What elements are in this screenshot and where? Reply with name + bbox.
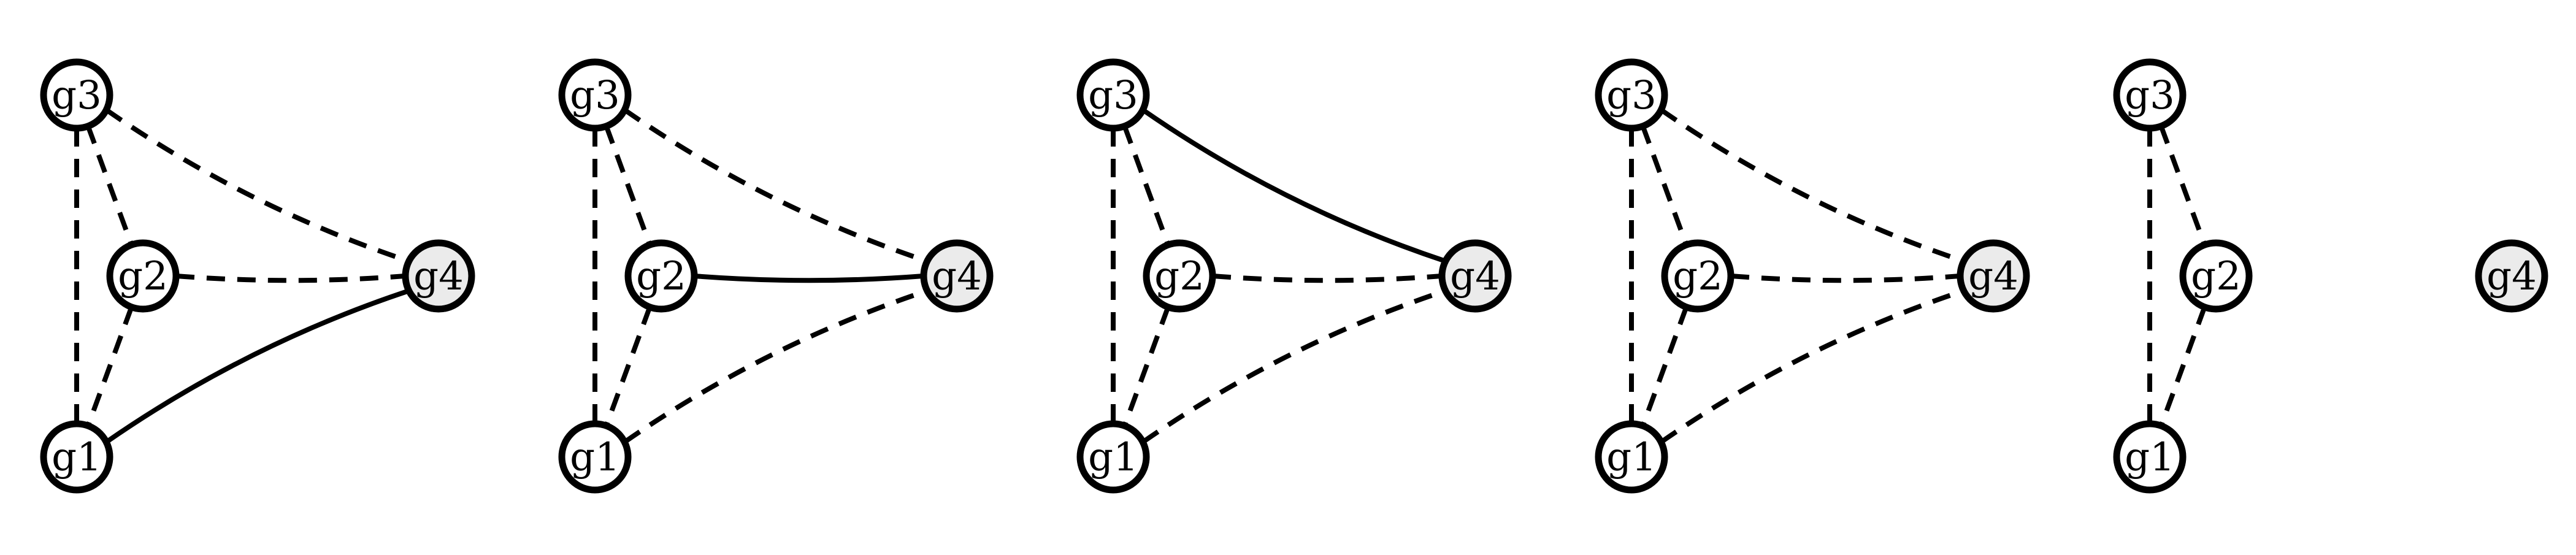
edge-g2-g1-dashed bbox=[604, 306, 653, 427]
node-label-g2: g2 bbox=[1154, 254, 1205, 299]
node-label-g1: g1 bbox=[570, 435, 620, 480]
node-label-g2: g2 bbox=[636, 254, 686, 299]
edge-g1-g4-dashed bbox=[1660, 288, 1965, 445]
edge-g3-g2-dashed bbox=[2158, 125, 2207, 246]
edge-g1-g4-dashed bbox=[623, 288, 928, 445]
node-label-g3: g3 bbox=[1088, 73, 1138, 118]
node-label-g3: g3 bbox=[570, 73, 620, 118]
node-label-g3: g3 bbox=[1606, 73, 1657, 118]
edge-g1-g4-solid bbox=[105, 288, 410, 445]
node-label-g1: g1 bbox=[1088, 435, 1138, 480]
node-g4 bbox=[1438, 239, 1512, 313]
node-g3 bbox=[2113, 58, 2187, 132]
edge-g2-g1-dashed bbox=[1640, 306, 1689, 427]
node-g2 bbox=[2179, 239, 2253, 313]
graph-panel-1: g1 g2 g3 g4 bbox=[40, 58, 475, 494]
node-g3 bbox=[1076, 58, 1150, 132]
node-g1 bbox=[1076, 420, 1150, 494]
edge-g3-g4-dashed bbox=[623, 107, 928, 264]
node-g2 bbox=[106, 239, 180, 313]
edge-g2-g4-dashed bbox=[175, 274, 406, 283]
edge-g3-g4-dashed bbox=[1660, 107, 1965, 264]
node-label-g1: g1 bbox=[52, 435, 102, 480]
node-g1 bbox=[2113, 420, 2187, 494]
graph-panel-4: g1 g2 g3 g4 bbox=[1595, 58, 2030, 494]
node-g4 bbox=[920, 239, 994, 313]
edge-g3-g4-solid bbox=[1141, 107, 1446, 264]
node-g4 bbox=[402, 239, 475, 313]
graph-panel-5: g1 g2 g3 g4 bbox=[2113, 58, 2548, 494]
edge-g2-g4-dashed bbox=[1730, 274, 1961, 283]
edge-g2-g4-dashed bbox=[1212, 274, 1443, 283]
node-label-g2: g2 bbox=[118, 254, 168, 299]
edge-g3-g4-dashed bbox=[105, 107, 410, 264]
node-label-g4: g4 bbox=[1450, 254, 1500, 299]
edge-g2-g1-dashed bbox=[85, 306, 134, 427]
node-g4 bbox=[1957, 239, 2030, 313]
node-g1 bbox=[558, 420, 632, 494]
node-g1 bbox=[1595, 420, 1668, 494]
edge-g3-g2-dashed bbox=[1640, 125, 1689, 246]
node-label-g1: g1 bbox=[1606, 435, 1657, 480]
node-g2 bbox=[1661, 239, 1735, 313]
node-g3 bbox=[558, 58, 632, 132]
node-label-g4: g4 bbox=[413, 254, 464, 299]
node-label-g4: g4 bbox=[1968, 254, 2018, 299]
node-g4 bbox=[2475, 239, 2548, 313]
node-g2 bbox=[624, 239, 698, 313]
edge-g2-g4-solid bbox=[694, 274, 924, 283]
edge-g3-g2-dashed bbox=[604, 125, 653, 246]
node-g3 bbox=[40, 58, 113, 132]
node-label-g3: g3 bbox=[52, 73, 102, 118]
node-g3 bbox=[1595, 58, 1668, 132]
node-label-g2: g2 bbox=[2191, 254, 2241, 299]
edge-g2-g1-dashed bbox=[2158, 306, 2207, 427]
node-label-g3: g3 bbox=[2125, 73, 2175, 118]
node-g1 bbox=[40, 420, 113, 494]
node-label-g4: g4 bbox=[2486, 254, 2537, 299]
node-label-g2: g2 bbox=[1673, 254, 1723, 299]
node-g2 bbox=[1143, 239, 1216, 313]
edge-g3-g2-dashed bbox=[85, 125, 134, 246]
edge-g1-g4-dashed bbox=[1141, 288, 1446, 445]
graph-panel-2: g1 g2 g3 g4 bbox=[558, 58, 994, 494]
node-label-g4: g4 bbox=[932, 254, 982, 299]
graph-panel-3: g1 g2 g3 g4 bbox=[1076, 58, 1512, 494]
edge-g3-g2-dashed bbox=[1122, 125, 1171, 246]
edge-g2-g1-dashed bbox=[1122, 306, 1171, 427]
node-label-g1: g1 bbox=[2125, 435, 2175, 480]
